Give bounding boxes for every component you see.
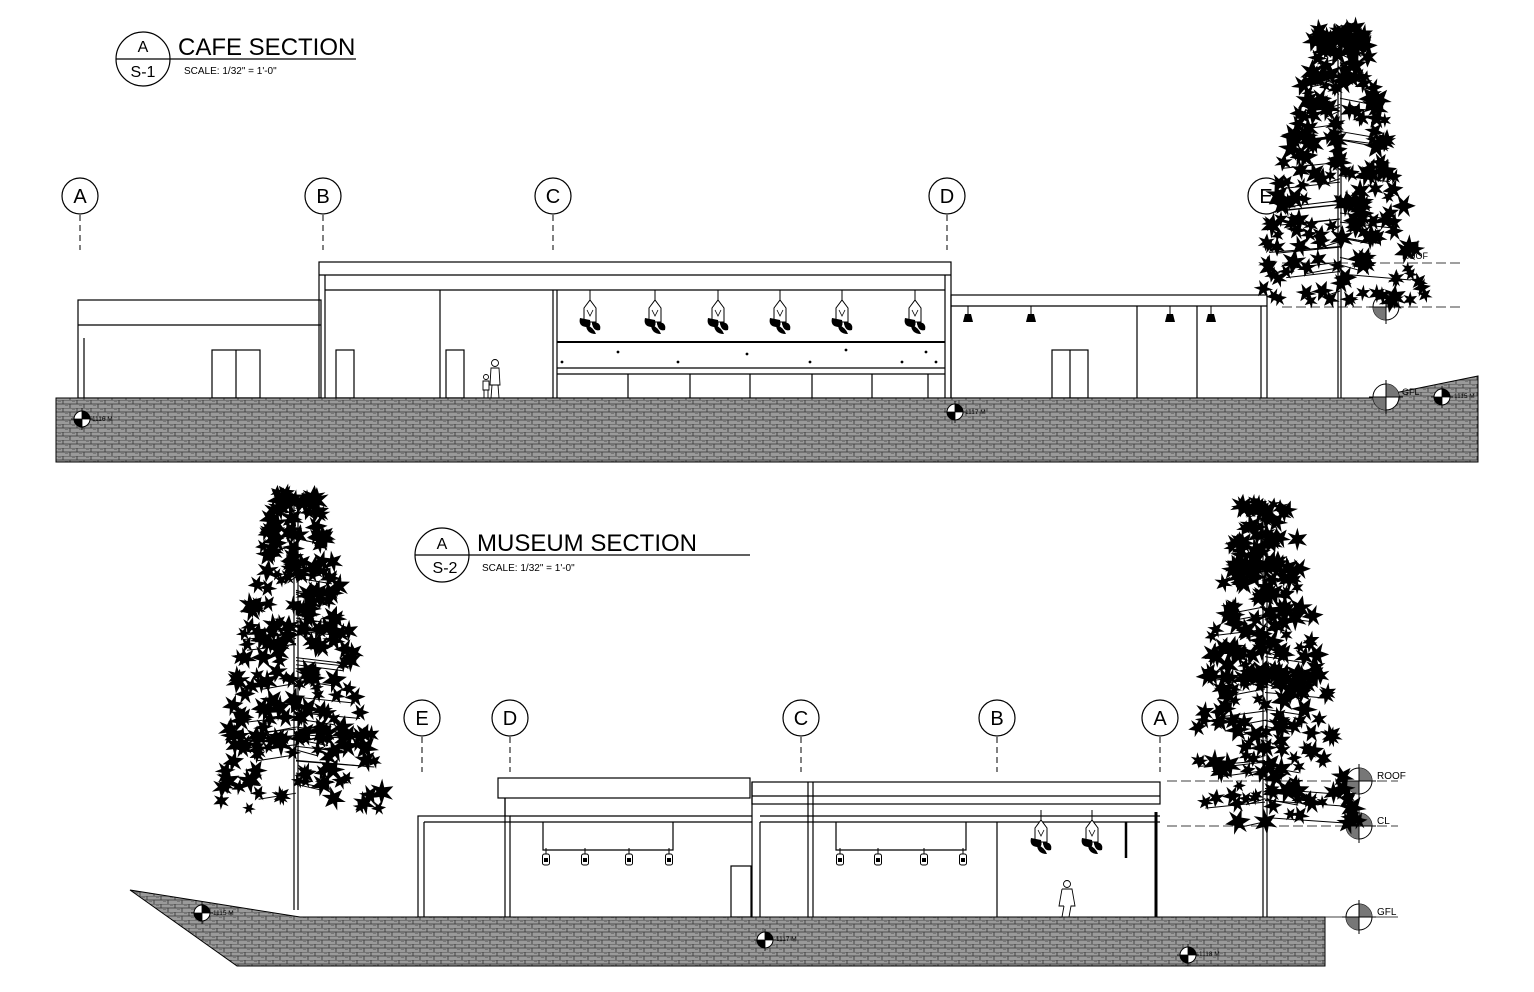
cafe-grid-lines [79, 215, 948, 250]
museum-tag-sheet: S-2 [433, 560, 458, 577]
museum-tree-right [1186, 490, 1371, 917]
cafe-grid-bubbles [61, 177, 1285, 215]
museum-building [417, 777, 1161, 918]
cafe-grid-c: C [546, 186, 560, 208]
museum-level-cl: CL [1377, 816, 1390, 827]
museum-grid-b: B [990, 708, 1003, 730]
museum-person-figure [1058, 880, 1076, 918]
museum-grid-bubbles [403, 699, 1179, 737]
cafe-ground [55, 375, 1479, 463]
cafe-section-tag: A S-1 CAFE SECTION SCALE: 1/32" = 1'-0" [115, 31, 356, 87]
cafe-grid-a: A [73, 186, 87, 208]
cafe-tree [1251, 13, 1436, 398]
museum-grid-a: A [1153, 708, 1167, 730]
museum-tag-letter: A [437, 536, 448, 553]
cafe-elev-label-1: 1116 M [92, 416, 113, 423]
museum-grid-c: C [794, 708, 808, 730]
museum-level-roof: ROOF [1377, 771, 1406, 782]
cafe-level-roof: ROOF [1402, 251, 1429, 261]
museum-grid-lines [421, 737, 1161, 772]
cafe-level-gfl: GFL [1402, 387, 1420, 397]
museum-section-title: MUSEUM SECTION [477, 530, 697, 557]
museum-level-gfl: GFL [1377, 907, 1397, 918]
cafe-pendant-lights [579, 289, 926, 335]
cafe-grid-d: D [940, 186, 954, 208]
cafe-section-scale: SCALE: 1/32" = 1'-0" [184, 66, 277, 77]
museum-elev-label-2: 1117 M [776, 936, 797, 943]
cafe-elev-label-3: 1115 M [1454, 393, 1475, 400]
museum-grid-d: D [503, 708, 517, 730]
cafe-tag-sheet: S-1 [131, 64, 156, 81]
cafe-grid-b: B [316, 186, 329, 208]
museum-section-scale: SCALE: 1/32" = 1'-0" [482, 563, 575, 574]
cafe-tag-letter: A [138, 39, 149, 56]
cafe-level-markers [1368, 289, 1404, 415]
museum-section: A S-2 MUSEUM SECTION SCALE: 1/32" = 1'-0… [129, 482, 1406, 967]
museum-grid-e: E [415, 708, 428, 730]
museum-elev-label-3: 1118 M [1199, 951, 1220, 958]
museum-section-tag: A S-2 MUSEUM SECTION SCALE: 1/32" = 1'-0… [414, 527, 750, 583]
cafe-spot-lights [962, 305, 1217, 323]
cafe-section-title: CAFE SECTION [178, 34, 355, 61]
cafe-section: A S-1 CAFE SECTION SCALE: 1/32" = 1'-0" … [55, 13, 1479, 463]
cafe-counter-items [560, 348, 938, 364]
cafe-people-figures [482, 359, 501, 399]
cafe-building [77, 261, 1268, 399]
museum-tree-left [209, 482, 399, 910]
museum-elev-label-1: 1115 M [213, 910, 234, 917]
cafe-elev-label-2: 1117 M [965, 409, 986, 416]
cafe-grid-e: E [1259, 186, 1272, 208]
museum-ground [129, 889, 1326, 967]
